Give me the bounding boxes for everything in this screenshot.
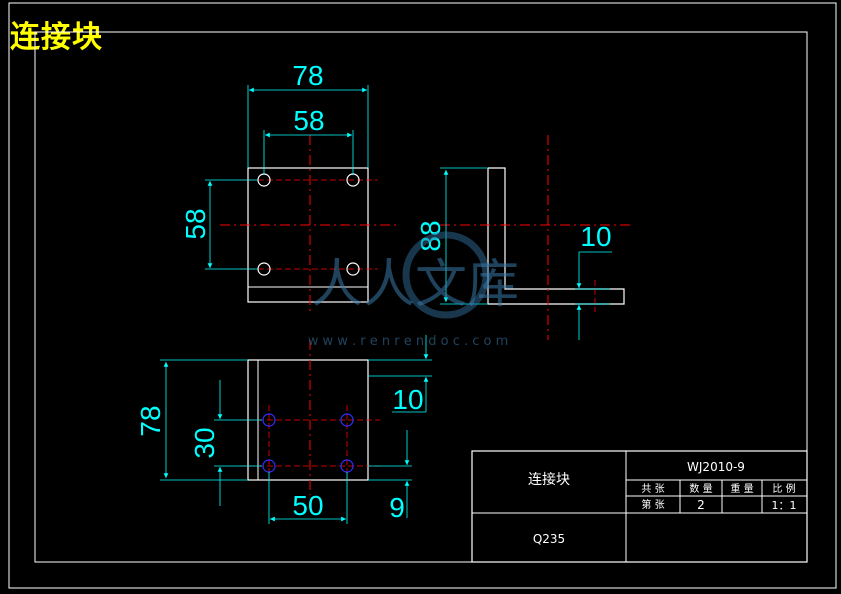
dim-10-bottom-text: 10 <box>392 384 423 415</box>
tb-total-label: 共 张 <box>641 483 664 495</box>
dim-50-text: 50 <box>292 490 323 521</box>
dim-78-top-text: 78 <box>292 60 323 91</box>
dim-58v-text: 58 <box>180 208 211 239</box>
dim-78-bottom-text: 78 <box>135 405 166 436</box>
bottom-hole-tl <box>262 413 276 427</box>
sheet-outer-border <box>8 2 837 589</box>
top-view: 78 58 58 <box>180 60 400 315</box>
bottom-view: 78 30 50 10 9 <box>135 335 432 524</box>
tb-weight-label: 重 量 <box>730 482 753 495</box>
tb-sheet-label: 第 张 <box>641 498 664 511</box>
tb-scale-label: 比 例 <box>772 482 795 495</box>
tb-scale-value: 1：1 <box>772 499 797 512</box>
top-view-outline <box>247 167 369 303</box>
top-hole-br <box>346 262 360 276</box>
sheet-inner-border <box>34 31 808 563</box>
dim-9-text: 9 <box>389 492 405 523</box>
title-block-frame <box>471 450 808 563</box>
bottom-hole-tr <box>340 413 354 427</box>
tb-qty-label: 数 量 <box>689 482 712 495</box>
drawing-title: 连接块 <box>10 20 103 55</box>
watermark-url: w w w . r e n r e n d o c . c o m <box>308 334 509 349</box>
dim-58h-text: 58 <box>293 105 324 136</box>
dim-10-side-text: 10 <box>580 221 611 252</box>
title-block: 连接块 WJ2010-9 共 张 数 量 重 量 比 例 第 张 2 1：1 Q… <box>471 450 808 563</box>
tb-drawing-no: WJ2010-9 <box>687 460 745 474</box>
tb-material: Q235 <box>533 532 565 546</box>
watermark-logo-ring <box>402 231 490 319</box>
watermark-text: 人人文库 <box>311 255 519 315</box>
tb-qty-value: 2 <box>697 498 705 512</box>
tb-part-name: 连接块 <box>528 471 570 488</box>
dim-30-text: 30 <box>189 427 220 458</box>
watermark: 人人文库 w w w . r e n r e n d o c . c o m <box>308 231 519 349</box>
